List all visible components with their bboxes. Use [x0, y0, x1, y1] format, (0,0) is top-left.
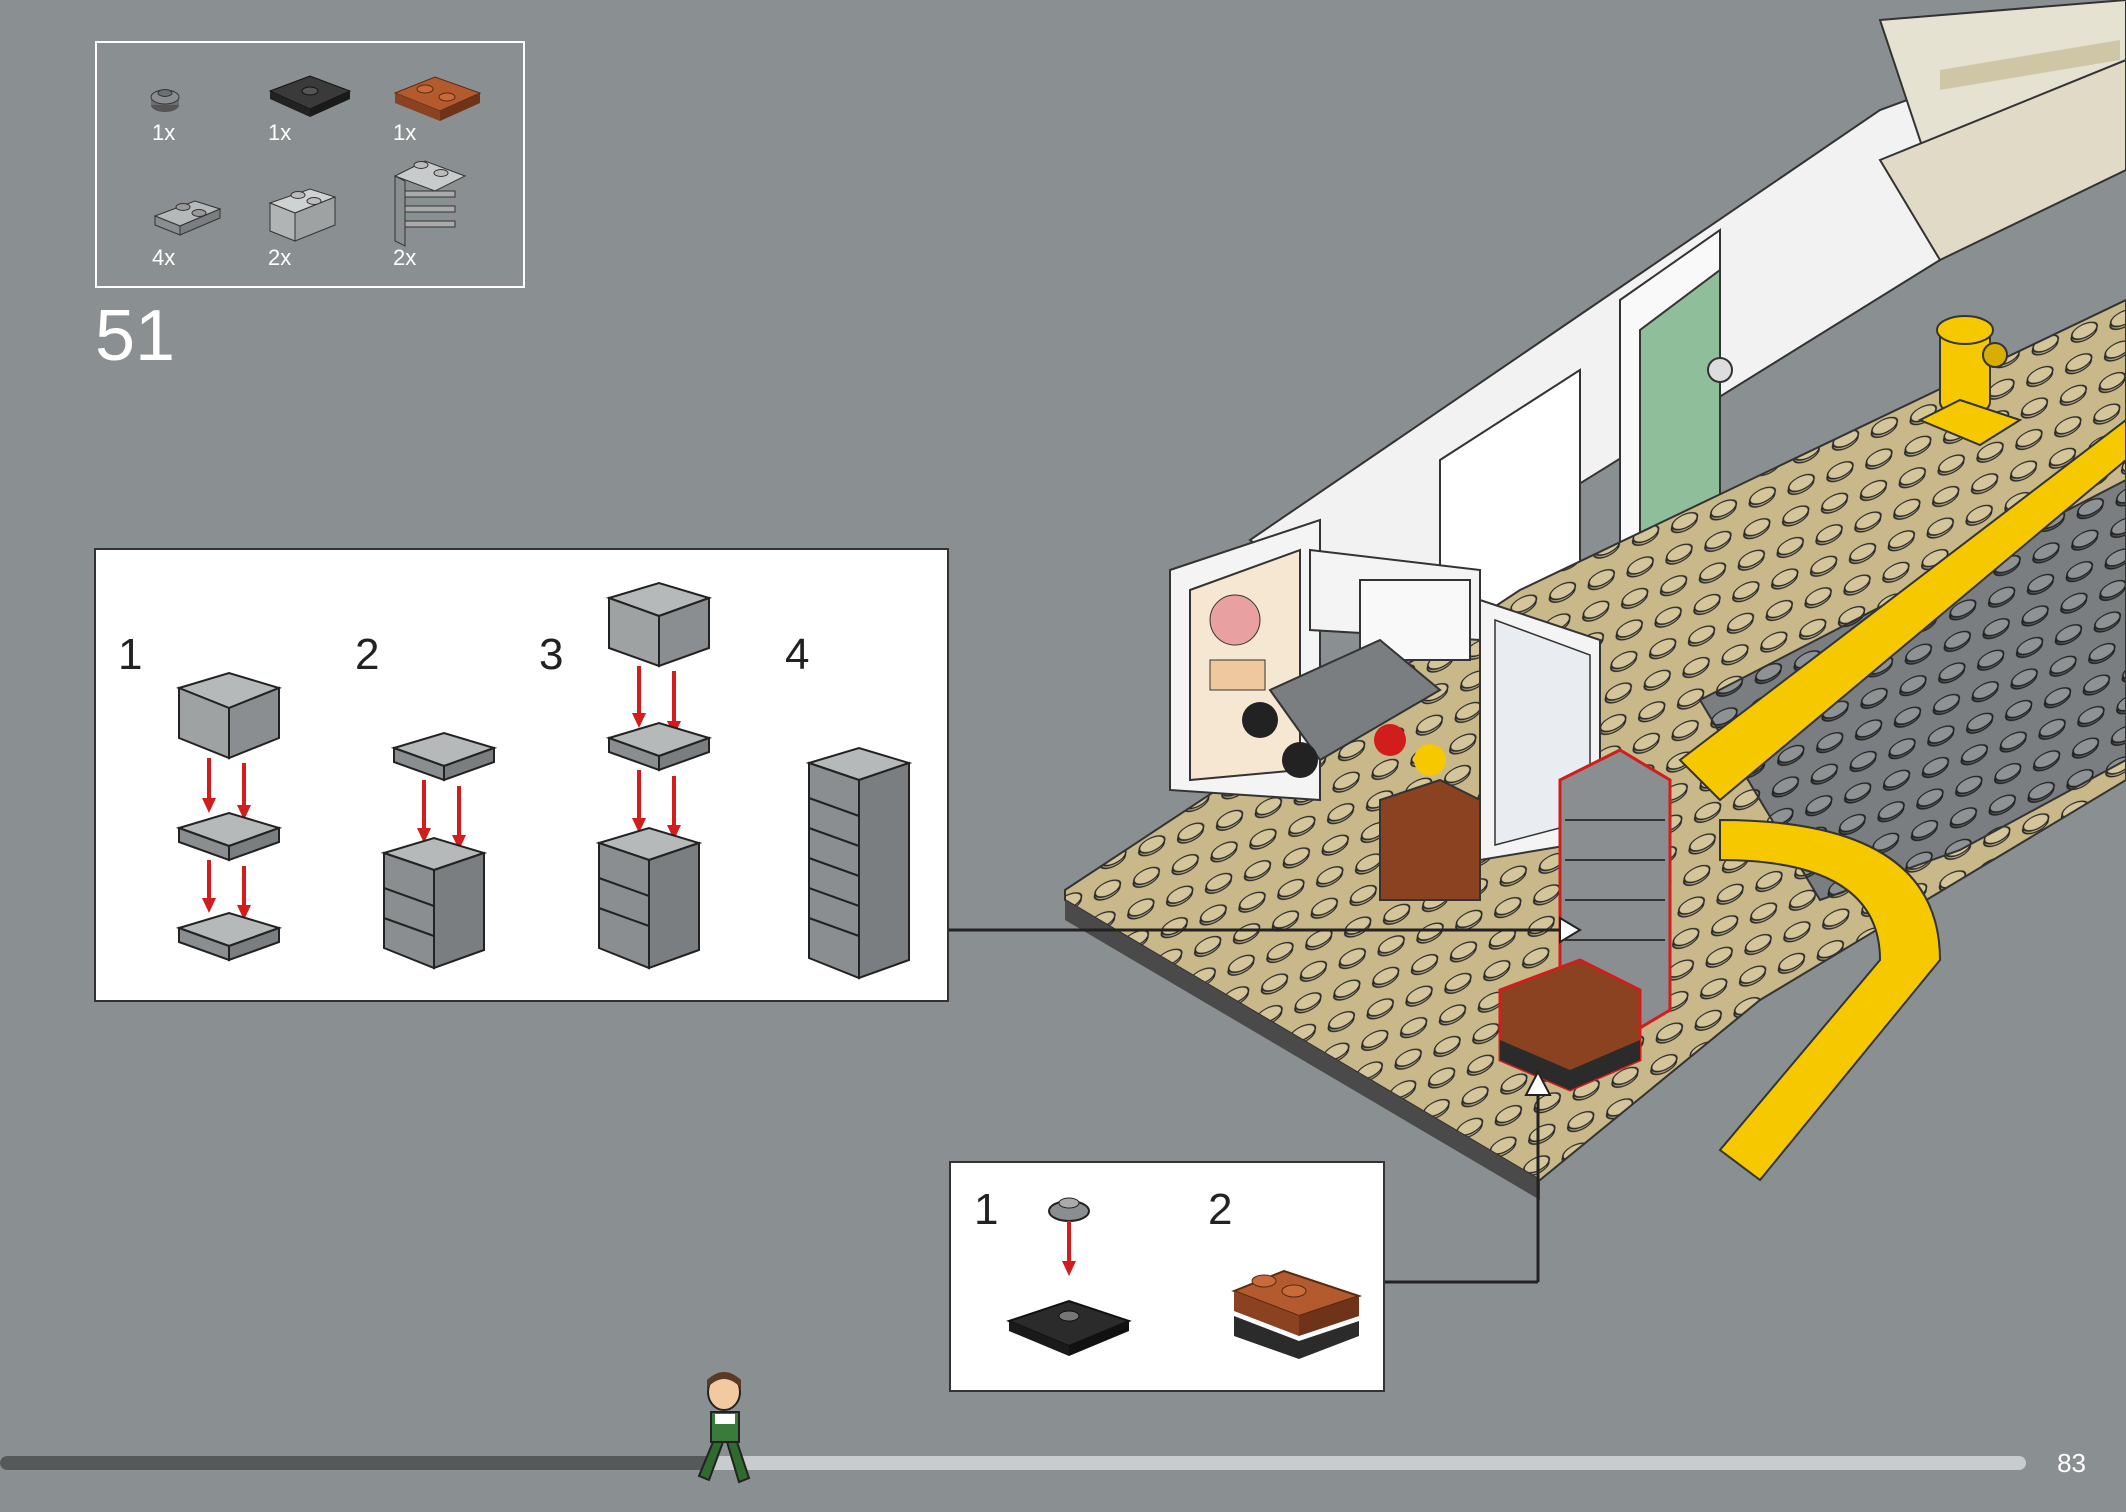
substep-number: 2	[1208, 1185, 1233, 1234]
new-parts-highlight	[1498, 748, 1672, 1092]
substep-base-2-diagram	[1231, 1269, 1363, 1359]
page-number: 83	[2057, 1448, 2086, 1478]
substep-4-diagram	[805, 746, 913, 980]
part-qty: 4x	[152, 245, 176, 270]
minifigure-runner-icon	[697, 1372, 751, 1484]
curb-yellow	[1678, 418, 2126, 802]
brick-1x2-icon	[268, 188, 337, 242]
main-model-illustration	[1064, 0, 2126, 1200]
part-qty: 1x	[393, 120, 417, 145]
round-plate-1x1-icon	[150, 89, 180, 112]
substep-number: 4	[785, 630, 810, 679]
coffee-machine	[1268, 638, 1442, 762]
fire-hydrant	[1917, 315, 2023, 447]
parts-list-icons	[150, 75, 482, 247]
tile-2x2-with-stud-icon	[268, 75, 352, 117]
substep-1-diagram	[175, 671, 283, 962]
subassembly-base-diagram	[1006, 1197, 1363, 1359]
subassembly-shelf-diagram	[175, 581, 913, 980]
substep-number: 1	[118, 630, 143, 679]
part-qty: 1x	[268, 120, 292, 145]
substep-number: 2	[355, 630, 380, 679]
shelf-bracket-icon	[393, 160, 467, 247]
parts-list-box	[95, 41, 525, 288]
plate-2x2-jumper-icon	[393, 76, 482, 121]
substep-number: 1	[974, 1185, 999, 1234]
substep-3-diagram	[595, 581, 713, 970]
progress-fill	[0, 1456, 709, 1470]
step-number: 51	[95, 296, 176, 376]
substep-number: 3	[539, 630, 564, 679]
building-wall	[1248, 0, 2126, 682]
part-qty: 2x	[268, 245, 292, 270]
plate-1x2-icon	[153, 200, 222, 236]
substep-2-diagram	[380, 731, 498, 970]
part-qty: 1x	[152, 120, 176, 145]
part-qty: 2x	[393, 245, 417, 270]
substep-base-1-diagram	[1006, 1197, 1132, 1356]
curb-yellow-corner	[1718, 818, 1942, 1182]
